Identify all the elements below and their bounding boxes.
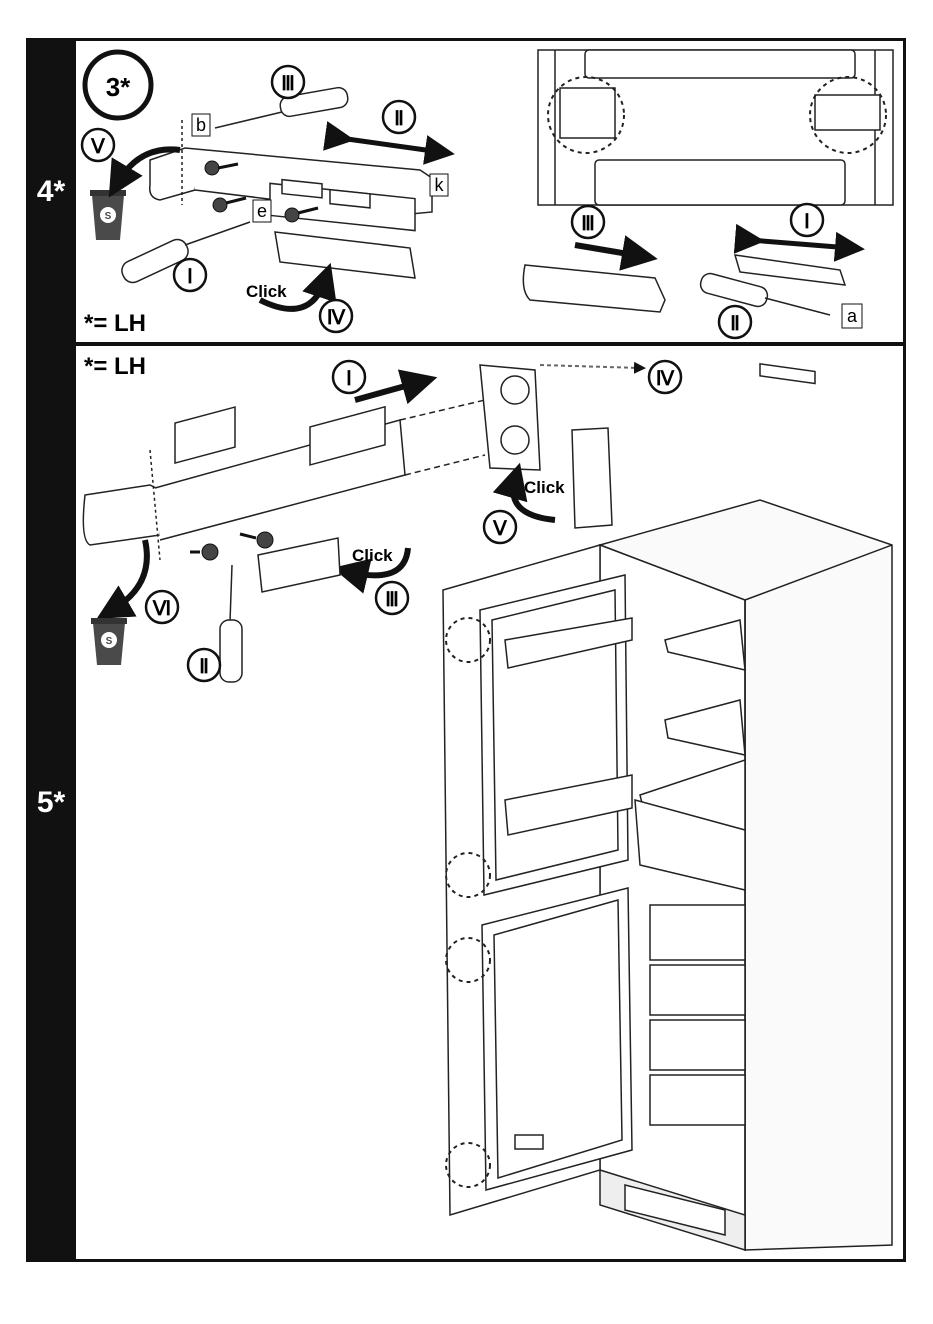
numeral-II-5: Ⅱ (199, 656, 209, 678)
numeral-V: Ⅴ (90, 136, 106, 158)
screw-icon (240, 532, 273, 548)
svg-text:S: S (106, 636, 113, 647)
hinge-bar (83, 400, 485, 560)
label-a: a (847, 306, 858, 326)
svg-text:S: S (105, 211, 112, 222)
cabinet-detail (538, 50, 893, 205)
lh-note-5: *= LH (84, 353, 146, 380)
numeral-III-right: Ⅲ (581, 213, 595, 235)
hinge-cap (523, 265, 665, 312)
numeral-III: Ⅲ (281, 73, 295, 95)
numeral-II: Ⅱ (394, 108, 404, 130)
arrow-icon (112, 540, 147, 610)
numeral-I-right: Ⅰ (804, 211, 810, 233)
numeral-I: Ⅰ (187, 266, 193, 288)
numeral-IV-5: Ⅳ (656, 368, 675, 390)
arrow-icon (540, 365, 640, 368)
recycle-bin-icon: S (91, 618, 127, 665)
arrow-icon (355, 382, 420, 400)
fridge-illustration (443, 500, 892, 1250)
click-label-bottom: Click (352, 546, 393, 565)
badge-text: 3* (106, 72, 131, 102)
hinge-block (480, 365, 540, 470)
hinge-cover (572, 428, 612, 528)
label-b: b (196, 115, 206, 135)
numeral-III-5: Ⅲ (385, 589, 399, 611)
step-badge: 3* (85, 52, 151, 118)
lh-note: *= LH (84, 310, 146, 337)
numeral-V-5: Ⅴ (492, 518, 508, 540)
click-label-top: Click (524, 478, 565, 497)
label-e: e (257, 201, 267, 221)
cover-plate (275, 232, 415, 278)
screwdriver-icon (220, 565, 242, 682)
label-k: k (435, 175, 445, 195)
numeral-II-right: Ⅱ (730, 313, 740, 335)
screw-icon (190, 544, 218, 560)
arrow-icon (575, 245, 640, 256)
numeral-I-5: Ⅰ (346, 368, 352, 390)
numeral-IV: Ⅳ (327, 307, 346, 329)
screw-icon (213, 198, 246, 212)
arrow-icon (340, 138, 440, 152)
numeral-VI-5: Ⅵ (152, 598, 171, 620)
arrow-icon (750, 240, 850, 248)
click-label: Click (246, 282, 287, 301)
recycle-bin-icon: S (90, 190, 126, 240)
